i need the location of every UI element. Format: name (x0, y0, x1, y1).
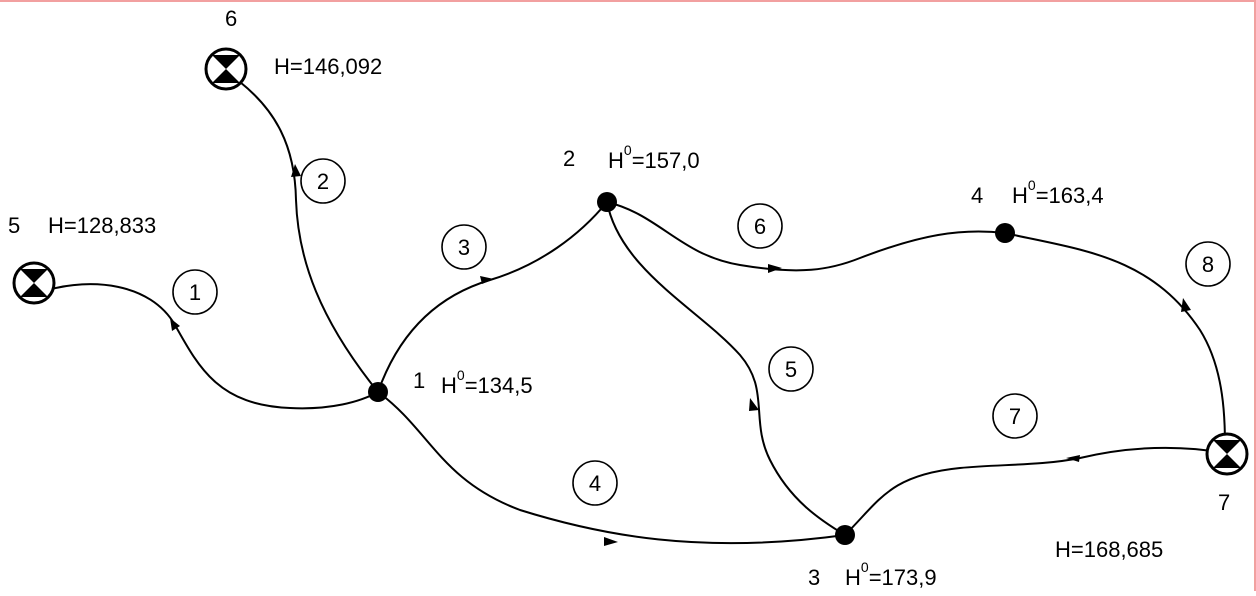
edge-8 (1004, 232, 1226, 454)
edge-number: 5 (785, 357, 797, 382)
edge-label-4: 4 (572, 460, 618, 506)
edge-label-2: 2 (300, 158, 346, 204)
node-2-dot (597, 192, 617, 212)
node-6-height: H=146,092 (274, 54, 382, 79)
edge-labels: 1 2 3 4 5 6 7 8 (172, 158, 1231, 506)
edge-label-5: 5 (768, 346, 814, 392)
benchmark-6-icon (204, 47, 248, 91)
benchmark-7-icon (1205, 432, 1249, 476)
benchmark-height-labels: H=128,833 H=146,092 H=168,685 (48, 54, 1163, 562)
edge-label-8: 8 (1185, 241, 1231, 287)
edge-number: 2 (317, 169, 329, 194)
edge-6 (606, 201, 1006, 272)
benchmark-nodes (12, 47, 1249, 476)
edge-number: 7 (1009, 404, 1021, 429)
arrow-edge-5 (749, 398, 759, 411)
node-1-dot (368, 382, 388, 402)
node-7-height: H=168,685 (1055, 537, 1163, 562)
node-2-height: H0=157,0 (608, 142, 700, 173)
edge-label-6: 6 (737, 203, 783, 249)
edge-number: 3 (458, 235, 470, 260)
arrow-edge-7 (1066, 455, 1080, 462)
edge-2 (239, 81, 379, 393)
edge-number: 1 (189, 280, 201, 305)
node-1-height: H0=134,5 (441, 367, 533, 398)
edge-4 (377, 391, 846, 545)
node-3-height: H0=173,9 (845, 559, 937, 590)
edge-label-7: 7 (992, 393, 1038, 439)
edge-label-1: 1 (172, 269, 218, 315)
direction-arrows (170, 164, 1191, 546)
edge-5 (606, 201, 846, 536)
node-5-height: H=128,833 (48, 213, 156, 238)
arrow-edge-1 (170, 318, 180, 331)
node-6-number: 6 (225, 6, 237, 31)
node-4-height: H0=163,4 (1012, 177, 1104, 208)
arrow-edge-4 (604, 537, 618, 546)
edge-number: 6 (754, 214, 766, 239)
arrow-edge-3 (480, 276, 494, 284)
node-1-number: 1 (413, 368, 425, 393)
arrow-edge-2 (291, 164, 301, 177)
edge-number: 8 (1202, 252, 1214, 277)
node-2-number: 2 (563, 146, 575, 171)
junction-height-labels: H0=134,5 H0=157,0 H0=173,9 H0=163,4 (441, 142, 1104, 590)
node-numbers: 1 2 3 4 5 6 7 (8, 6, 1230, 590)
edge-1 (47, 283, 379, 410)
node-7-number: 7 (1218, 490, 1230, 515)
edge-number: 4 (589, 471, 601, 496)
edge-label-3: 3 (441, 224, 487, 270)
node-4-number: 4 (971, 183, 983, 208)
node-3-number: 3 (808, 565, 820, 590)
node-3-dot (835, 525, 855, 545)
benchmark-5-icon (12, 261, 56, 305)
arrow-edge-6 (768, 264, 782, 273)
edge-7 (844, 446, 1226, 536)
node-5-number: 5 (8, 213, 20, 238)
arrow-edge-8 (1181, 298, 1191, 312)
node-4-dot (995, 223, 1015, 243)
junction-nodes (368, 192, 1015, 545)
edge-3 (377, 201, 608, 393)
